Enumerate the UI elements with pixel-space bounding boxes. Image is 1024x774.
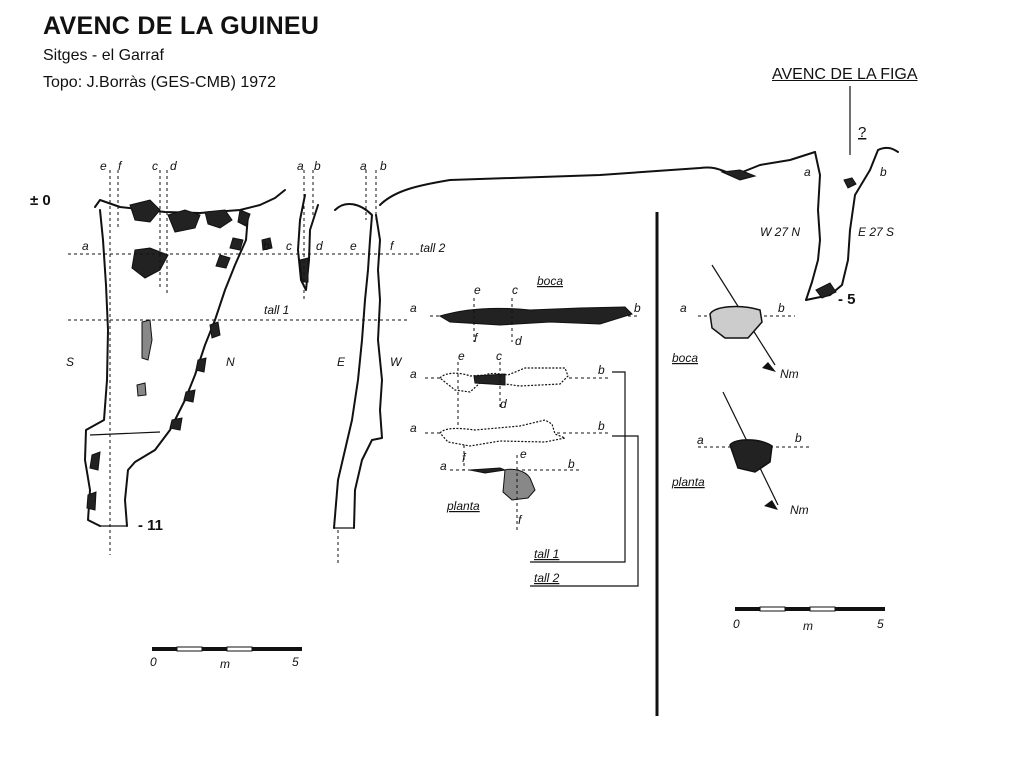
planta-outline <box>469 467 507 474</box>
svg-text:a: a <box>410 421 417 435</box>
svg-text:d: d <box>316 239 323 253</box>
diagram-subtitle: Sitges - el Garraf <box>43 47 164 64</box>
svg-text:b: b <box>598 363 605 377</box>
svg-text:b: b <box>263 239 270 253</box>
figa-scale-zero: 0 <box>733 617 740 631</box>
figa-question: ? <box>858 124 866 141</box>
tall1-ref-label: tall 1 <box>534 547 559 561</box>
depth-bottom: - 11 <box>138 517 163 534</box>
svg-text:c: c <box>286 239 292 253</box>
guineu-scale-zero: 0 <box>150 655 157 669</box>
depth-top: ± 0 <box>30 192 51 209</box>
svg-text:f: f <box>390 239 395 253</box>
figa-planta-section <box>729 439 773 473</box>
guineu-rocks <box>86 199 273 511</box>
svg-text:c: c <box>152 159 158 173</box>
svg-text:c: c <box>496 349 502 363</box>
svg-text:a: a <box>440 459 447 473</box>
figa-scale-five: 5 <box>877 617 884 631</box>
svg-text:a: a <box>680 301 687 315</box>
svg-text:a: a <box>410 367 417 381</box>
guineu-scale-five: 5 <box>292 655 299 669</box>
svg-text:d: d <box>500 397 507 411</box>
svg-text:b: b <box>795 431 802 445</box>
planta-section <box>502 468 536 501</box>
diagram-title: AVENC DE LA GUINEU <box>43 12 320 40</box>
svg-text:f: f <box>518 513 523 527</box>
svg-text:b: b <box>778 301 785 315</box>
guineu-scale-unit: m <box>220 657 230 671</box>
svg-text:a: a <box>804 165 811 179</box>
tall1-label: tall 1 <box>264 303 289 317</box>
svg-text:a: a <box>297 159 304 173</box>
svg-text:c: c <box>512 283 518 297</box>
tall2-label: tall 2 <box>420 241 446 255</box>
tall2-ref-label: tall 2 <box>534 571 560 585</box>
svg-text:e: e <box>350 239 357 253</box>
boca-label: boca <box>537 274 563 288</box>
wall-label-n: N <box>226 355 235 369</box>
north-label-1: Nm <box>780 367 799 381</box>
svg-text:f: f <box>462 451 467 465</box>
svg-text:e: e <box>100 159 107 173</box>
guineu-ledge <box>89 431 161 436</box>
figa-boca-label: boca <box>672 351 698 365</box>
guineu-wall-e <box>333 203 373 529</box>
surface-line-left <box>94 189 286 214</box>
wall-label-s: S <box>66 355 74 369</box>
figa-wall-right-label: E 27 S <box>858 225 894 239</box>
svg-text:f: f <box>118 159 123 173</box>
svg-text:b: b <box>598 419 605 433</box>
guineu-scale-bar <box>152 646 302 652</box>
svg-text:b: b <box>314 159 321 173</box>
svg-text:b: b <box>568 457 575 471</box>
north-label-2: Nm <box>790 503 809 517</box>
svg-text:d: d <box>170 159 177 173</box>
guineu-wall-n <box>124 214 249 527</box>
svg-text:e: e <box>458 349 465 363</box>
wall-label-e: E <box>337 355 346 369</box>
guineu-wall-s <box>84 209 109 527</box>
surface-line <box>379 151 816 206</box>
planta-label: planta <box>446 499 480 513</box>
tall2-section <box>439 419 568 447</box>
svg-text:f: f <box>474 331 479 345</box>
figa-wall-left <box>805 151 821 301</box>
figa-depth: - 5 <box>838 291 856 308</box>
section-letters: e f c d a b a b a b c d e f a b e c f d … <box>82 159 887 527</box>
svg-text:a: a <box>697 433 704 447</box>
guineu-wall-w <box>353 214 383 529</box>
figa-title: AVENC DE LA FIGA <box>772 66 918 83</box>
svg-text:a: a <box>410 301 417 315</box>
boca-section <box>438 306 633 326</box>
svg-text:e: e <box>474 283 481 297</box>
svg-text:e: e <box>520 447 527 461</box>
survey-credit: Topo: J.Borràs (GES-CMB) 1972 <box>43 74 276 91</box>
svg-text:b: b <box>634 301 641 315</box>
svg-text:a: a <box>360 159 367 173</box>
svg-text:a: a <box>82 239 89 253</box>
figa-scale-unit: m <box>803 619 813 633</box>
figa-boca-section <box>709 305 763 339</box>
figa-scale-bar <box>735 606 885 612</box>
svg-text:b: b <box>380 159 387 173</box>
figa-wall-left-label: W 27 N <box>760 225 800 239</box>
svg-text:b: b <box>880 165 887 179</box>
wall-label-w: W <box>390 355 403 369</box>
svg-text:d: d <box>515 334 522 348</box>
figa-planta-label: planta <box>671 475 705 489</box>
